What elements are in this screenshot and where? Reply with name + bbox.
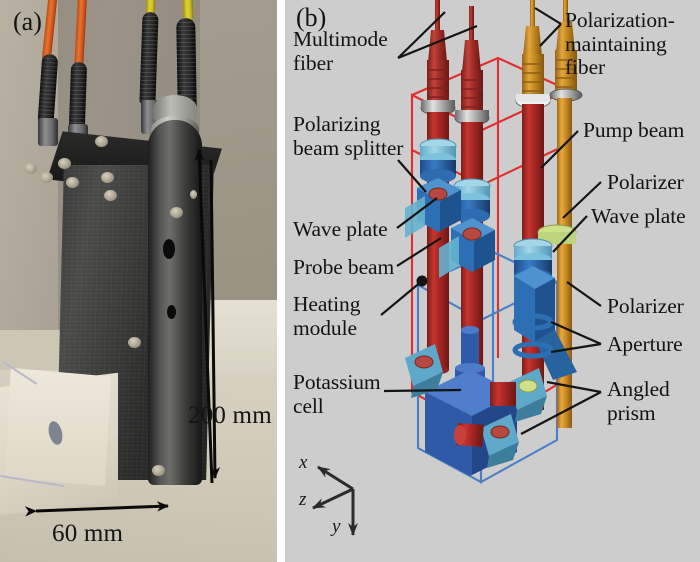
leader-lines-left bbox=[380, 11, 478, 393]
polarizing-beam-splitter-1 bbox=[405, 178, 461, 238]
leader-polarizer-upper bbox=[562, 181, 602, 219]
panel-a-label: (a) bbox=[13, 7, 42, 36]
screw-6 bbox=[101, 172, 114, 183]
leader-pump-beam bbox=[540, 130, 579, 169]
sensor-cylindrical-barrel bbox=[148, 120, 202, 485]
leader-pm-fiber-1 bbox=[534, 7, 562, 25]
screw-8 bbox=[170, 207, 183, 218]
panel-b-cad-diagram: Multimode fiber Polarizing beam splitter… bbox=[285, 0, 700, 562]
leader-aperture-2 bbox=[550, 342, 602, 354]
optics-left-column bbox=[419, 138, 491, 223]
screw-4 bbox=[66, 177, 79, 188]
screw-10 bbox=[190, 190, 197, 199]
heating-module-dot bbox=[416, 275, 428, 287]
label-polarizer-upper: Polarizer bbox=[607, 170, 684, 194]
screw-1 bbox=[24, 163, 37, 174]
screw-3 bbox=[58, 158, 71, 169]
leader-multimode-1 bbox=[397, 11, 446, 59]
dimension-annotations bbox=[24, 149, 221, 517]
label-probe-beam: Probe beam bbox=[293, 255, 395, 279]
label-polarization-maintaining-fiber: Polarization- maintaining fiber bbox=[565, 8, 675, 79]
label-polarizer-lower: Polarizer bbox=[607, 294, 684, 318]
leader-polarizer-lower bbox=[566, 281, 602, 307]
photo-table-edge bbox=[0, 330, 68, 370]
screw-2 bbox=[40, 172, 53, 183]
leader-wave-plate-right bbox=[552, 215, 588, 253]
screw-5 bbox=[95, 136, 108, 147]
leader-multimode-2 bbox=[397, 24, 478, 60]
panel-a-photograph: 200 mm 60 mm (a) bbox=[0, 0, 277, 562]
label-potassium-cell: Potassium cell bbox=[293, 370, 381, 418]
label-heating-module: Heating module bbox=[293, 292, 361, 340]
screw-7 bbox=[104, 190, 117, 201]
barrel-port-2 bbox=[167, 305, 176, 319]
multimode-fiber-group bbox=[427, 0, 483, 114]
axis-label-x: x bbox=[299, 452, 308, 473]
label-angled-prism: Angled prism bbox=[607, 377, 670, 425]
leader-pm-fiber-2 bbox=[539, 23, 562, 47]
width-dimension-label: 60 mm bbox=[52, 520, 124, 547]
leader-aperture-1 bbox=[550, 320, 602, 346]
screw-9 bbox=[128, 337, 141, 348]
leader-angled-prism-2 bbox=[520, 391, 602, 435]
fiber-connector-1 bbox=[38, 118, 58, 146]
leader-polarizing-beam-splitter bbox=[397, 159, 427, 193]
pump-beam-2 bbox=[557, 98, 572, 428]
label-aperture: Aperture bbox=[607, 332, 683, 356]
axis-label-z: z bbox=[299, 489, 307, 510]
axis-z-arrow bbox=[312, 487, 354, 510]
leader-lines-right bbox=[520, 7, 602, 435]
label-pump-beam: Pump beam bbox=[583, 118, 685, 142]
label-multimode-fiber: Multimode fiber bbox=[293, 27, 388, 75]
label-wave-plate-right: Wave plate bbox=[591, 204, 686, 228]
leader-heating-module bbox=[380, 280, 423, 316]
height-dimension-line-down bbox=[209, 159, 221, 479]
polarizing-beam-splitter-2 bbox=[439, 218, 495, 278]
height-dimension-line bbox=[194, 149, 214, 484]
axis-triad bbox=[312, 465, 358, 536]
leader-wave-plate-left bbox=[396, 197, 438, 229]
pm-fiber-group bbox=[522, 0, 577, 98]
angled-prism-group bbox=[405, 344, 547, 468]
label-wave-plate-left: Wave plate bbox=[293, 217, 388, 241]
leader-probe-beam bbox=[396, 237, 442, 267]
leader-potassium-cell bbox=[383, 388, 462, 393]
height-dimension-label: 200 mm bbox=[188, 402, 272, 429]
barrel-port-1 bbox=[163, 239, 175, 259]
panel-b-label: (b) bbox=[296, 3, 327, 32]
axis-x-arrow bbox=[317, 465, 354, 491]
axis-label-y: y bbox=[332, 516, 341, 537]
leader-angled-prism-1 bbox=[546, 380, 602, 394]
cad-rendering bbox=[312, 0, 602, 536]
screw-11 bbox=[152, 465, 165, 476]
width-dimension-line bbox=[24, 501, 169, 517]
label-polarizing-beam-splitter: Polarizing beam splitter bbox=[293, 112, 404, 160]
